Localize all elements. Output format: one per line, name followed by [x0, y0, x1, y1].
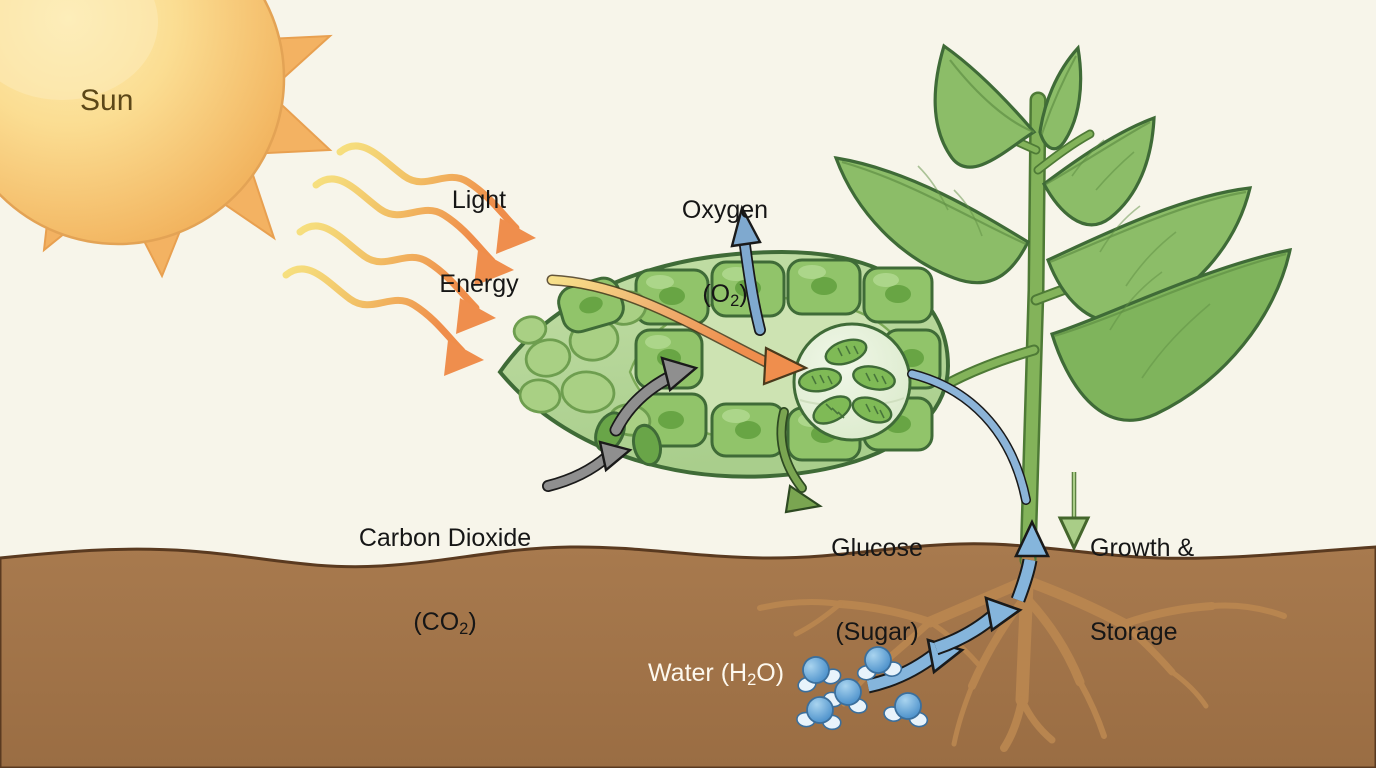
light-ray-2 — [312, 175, 496, 265]
water-transport-line — [907, 369, 1031, 505]
plant-leaf-mid-left — [833, 155, 1031, 285]
light-ray-arrowheads — [444, 218, 536, 376]
water-molecule-group — [796, 646, 929, 731]
water-uptake-arrow-2 — [933, 596, 1023, 656]
water-molecule — [856, 646, 903, 681]
light-into-chloroplast-arrow — [546, 274, 809, 386]
sun-icon — [0, 0, 333, 279]
water-molecule — [796, 696, 842, 731]
light-ray-1 — [336, 142, 520, 232]
plant-leaf-mid-right — [1045, 186, 1253, 324]
light-ray-3 — [296, 222, 480, 312]
plant-leaf-lower-right — [1050, 247, 1293, 422]
carbon-dioxide-outer-arrow — [542, 440, 633, 492]
plant-leaf-top-left — [933, 43, 1037, 169]
oxygen-output-arrow — [730, 204, 766, 336]
water-uptake-arrow-3 — [1010, 518, 1051, 603]
carbon-dioxide-input-arrow — [609, 356, 699, 437]
water-molecule — [883, 692, 929, 728]
leaf-cross-section — [497, 249, 951, 479]
water-uptake-arrow-group — [866, 518, 1051, 694]
light-ray-group — [282, 142, 520, 355]
glucose-output-arrow — [776, 407, 823, 514]
plant-leaf-top-center — [1038, 44, 1083, 151]
plant-leaf-upper-right — [1041, 115, 1156, 227]
water-molecule — [797, 656, 842, 693]
growth-storage-arrow — [1057, 472, 1091, 552]
chloroplast-magnifier-circle — [792, 322, 912, 442]
light-ray-4 — [282, 265, 466, 355]
plant-with-leaves — [833, 43, 1293, 569]
soil-layer — [0, 542, 1376, 768]
